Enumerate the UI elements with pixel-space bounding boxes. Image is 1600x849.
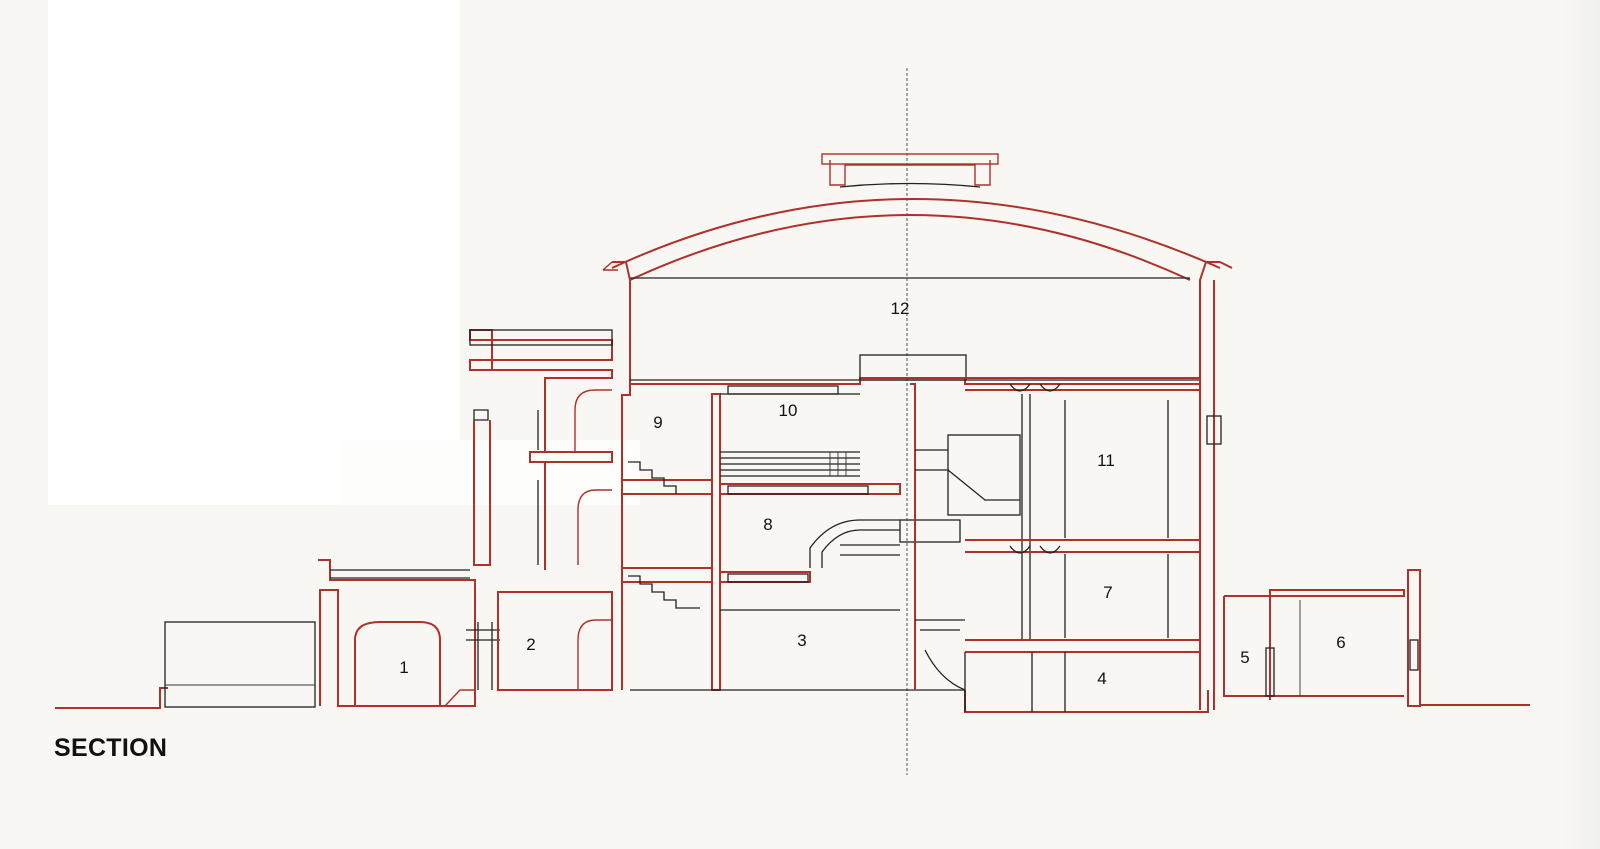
room-label-1: 1 bbox=[399, 658, 408, 677]
room-label-7: 7 bbox=[1103, 583, 1112, 602]
room-label-3: 3 bbox=[797, 631, 806, 650]
room-labels: 1 2 3 4 5 6 7 8 9 10 11 12 bbox=[399, 299, 1345, 688]
room-label-9: 9 bbox=[653, 413, 662, 432]
basement-4 bbox=[915, 619, 1209, 713]
left-wing bbox=[164, 559, 500, 708]
room-label-2: 2 bbox=[526, 635, 535, 654]
room-label-11: 11 bbox=[1097, 451, 1115, 470]
scan-edge-shadow bbox=[1560, 0, 1600, 849]
hall-12 bbox=[630, 354, 1200, 385]
drum-walls bbox=[602, 261, 1233, 710]
right-annex bbox=[1223, 569, 1421, 707]
left-tower bbox=[469, 329, 613, 570]
room-label-12: 12 bbox=[891, 299, 910, 318]
central-floors bbox=[622, 385, 965, 691]
drawing-title: SECTION bbox=[54, 734, 168, 762]
room-label-6: 6 bbox=[1336, 633, 1345, 652]
wing-room-2 bbox=[330, 569, 613, 691]
room-label-5: 5 bbox=[1240, 648, 1249, 667]
stair-left bbox=[628, 461, 700, 609]
right-core bbox=[910, 377, 1201, 690]
dome-roof bbox=[611, 153, 1221, 281]
central-stair bbox=[809, 519, 961, 568]
room-label-10: 10 bbox=[779, 401, 798, 420]
ground-line bbox=[55, 687, 1530, 709]
room-label-8: 8 bbox=[763, 515, 772, 534]
blank-overlay-panel bbox=[48, 0, 460, 505]
room-label-4: 4 bbox=[1097, 669, 1106, 688]
